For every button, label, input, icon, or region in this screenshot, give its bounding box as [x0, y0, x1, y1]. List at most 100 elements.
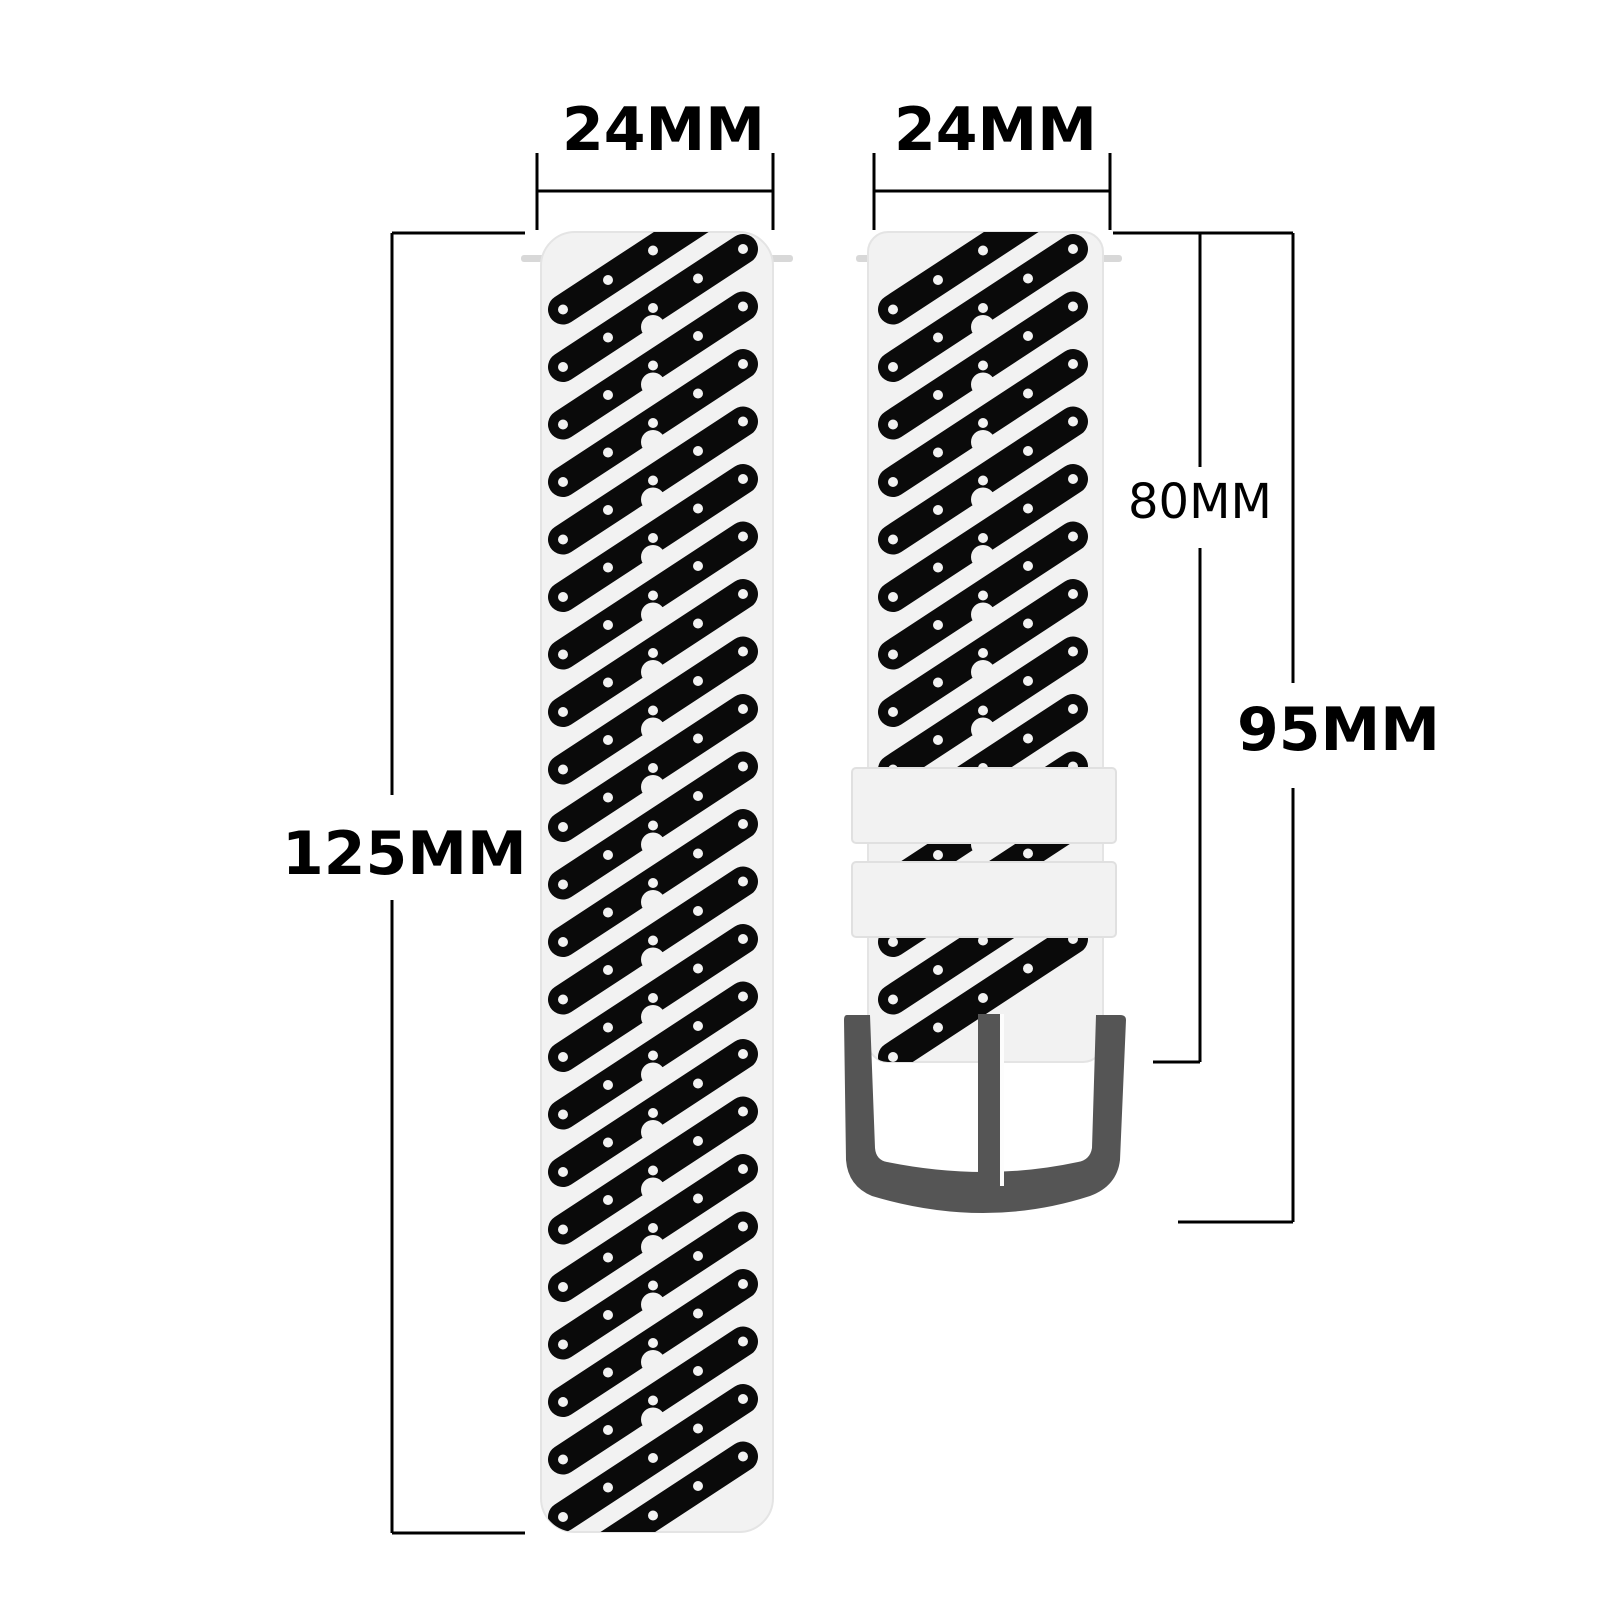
vent-hole	[693, 1193, 703, 1204]
vent-hole	[1023, 618, 1033, 629]
vent-hole	[558, 1109, 568, 1120]
vent-hole	[738, 244, 748, 254]
vent-hole	[603, 1195, 613, 1205]
vent-hole	[558, 477, 568, 487]
vent-hole	[603, 620, 613, 630]
vent-hole	[738, 991, 748, 1002]
vent-hole	[558, 1454, 568, 1465]
vent-hole	[933, 1022, 943, 1033]
vent-hole	[888, 994, 898, 1005]
vent-hole	[558, 592, 568, 602]
vent-hole	[693, 388, 703, 399]
vent-hole	[933, 447, 943, 458]
vent-hole	[1068, 359, 1078, 369]
vent-hole	[978, 418, 988, 428]
vent-hole	[648, 1395, 658, 1406]
vent-hole	[693, 1481, 703, 1491]
strap-hole	[641, 1292, 665, 1317]
vent-hole	[738, 416, 748, 427]
vent-hole	[888, 707, 898, 717]
left-strap-length-label: 125MM	[282, 819, 527, 889]
vent-hole	[603, 275, 613, 285]
vent-hole	[978, 303, 988, 313]
strap-hole	[971, 717, 995, 742]
vent-hole	[603, 792, 613, 803]
vent-hole	[648, 993, 658, 1003]
strap-hole	[641, 430, 665, 454]
vent-hole	[693, 676, 703, 686]
vent-hole	[738, 934, 748, 944]
vent-hole	[648, 418, 658, 428]
strap-hole	[641, 947, 665, 972]
strap-hole	[641, 1005, 665, 1029]
strap-hole	[971, 372, 995, 397]
vent-hole	[738, 704, 748, 714]
vent-hole	[648, 820, 658, 831]
vent-hole	[933, 505, 943, 515]
vent-hole	[693, 848, 703, 859]
vent-hole	[693, 1423, 703, 1434]
vent-hole	[693, 1308, 703, 1319]
vent-hole	[738, 1221, 748, 1232]
vent-hole	[738, 819, 748, 829]
vent-hole	[603, 677, 613, 688]
vent-hole	[738, 1279, 748, 1289]
strap-keeper	[851, 861, 1117, 938]
vent-hole	[648, 303, 658, 313]
vent-hole	[648, 360, 658, 371]
right-strap	[844, 216, 1126, 1213]
vent-hole	[648, 648, 658, 658]
vent-hole	[693, 216, 703, 226]
strap-hole	[971, 545, 995, 569]
vent-hole	[693, 273, 703, 284]
vent-hole	[738, 531, 748, 542]
strap-hole	[641, 1062, 665, 1087]
vent-hole	[558, 362, 568, 372]
buckle-prong	[978, 1014, 1000, 1186]
left-strap	[521, 216, 793, 1533]
vent-hole	[738, 1106, 748, 1117]
vent-hole	[603, 447, 613, 458]
strap-hole	[971, 602, 995, 627]
vent-hole	[603, 1137, 613, 1148]
vent-hole	[888, 937, 898, 947]
vent-hole	[978, 648, 988, 658]
strap-hole	[641, 717, 665, 742]
vent-hole	[648, 1165, 658, 1176]
vent-hole	[1068, 474, 1078, 484]
strap-hole	[641, 545, 665, 569]
vent-hole	[1023, 848, 1033, 859]
vent-hole	[933, 965, 943, 975]
vent-hole	[558, 1282, 568, 1292]
vent-hole	[933, 620, 943, 630]
vent-hole	[648, 533, 658, 543]
vent-hole	[693, 1251, 703, 1261]
buckle-prong-highlight	[1000, 1014, 1004, 1186]
vent-hole	[603, 562, 613, 573]
vent-hole	[933, 390, 943, 400]
vent-hole	[978, 360, 988, 371]
vent-hole	[558, 707, 568, 717]
vent-hole	[648, 245, 658, 256]
vent-hole	[978, 245, 988, 256]
dimension-lines	[390, 153, 1295, 1535]
vent-hole	[693, 331, 703, 341]
vent-hole	[603, 1080, 613, 1090]
strap-hole	[641, 660, 665, 684]
vent-hole	[1068, 531, 1078, 542]
vent-hole	[693, 561, 703, 571]
vent-hole	[978, 993, 988, 1003]
vent-hole	[888, 419, 898, 430]
vent-hole	[603, 1367, 613, 1378]
vent-hole	[738, 1049, 748, 1059]
vent-hole	[603, 850, 613, 860]
vent-hole	[603, 735, 613, 745]
vent-hole	[1023, 273, 1033, 284]
vent-hole	[1023, 216, 1033, 226]
vent-hole	[648, 1510, 658, 1521]
right-strap-inner-length-label: 80MM	[1128, 474, 1272, 530]
strap-hole	[971, 430, 995, 454]
vent-hole	[933, 562, 943, 573]
